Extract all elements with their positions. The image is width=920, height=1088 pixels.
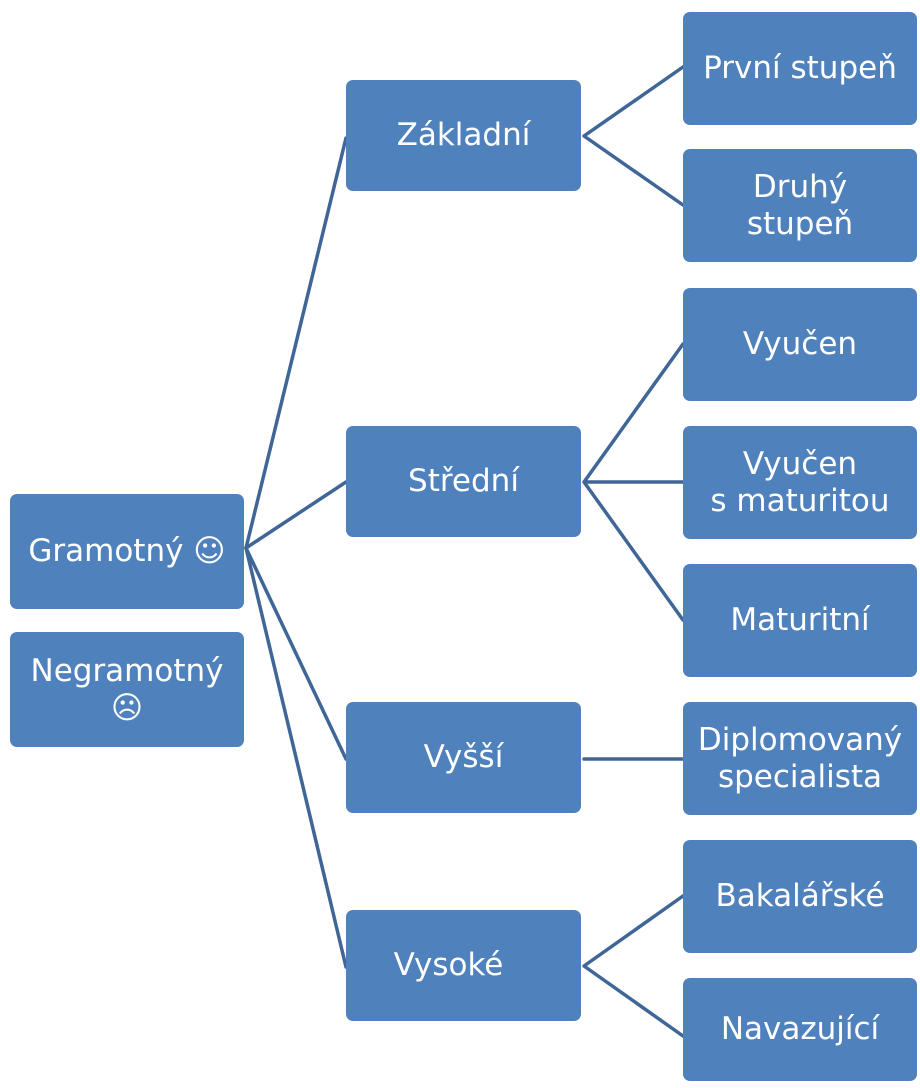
node-negramotny-label: Negramotný ☹	[30, 652, 224, 726]
node-navazujici-label: Navazující	[720, 1011, 880, 1048]
node-bakalarske: Bakalářské	[683, 840, 917, 953]
node-diplomovany-specialista: Diplomovaný specialista	[683, 702, 917, 815]
node-zakladni-label: Základní	[396, 117, 531, 154]
node-maturitni-label: Maturitní	[730, 602, 870, 639]
node-vyucen: Vyučen	[683, 288, 917, 401]
connector-zakladni-children	[582, 65, 685, 207]
connector-gramotny-vyssi	[244, 546, 348, 761]
node-vyucen-label: Vyučen	[742, 326, 858, 363]
node-navazujici: Navazující	[683, 978, 917, 1081]
node-prvni-stupen-label: První stupeň	[703, 50, 897, 87]
node-vyssi-label: Vyšší	[423, 739, 504, 776]
connector-stredni-children	[582, 342, 685, 622]
connector-vysoke-children	[582, 894, 685, 1038]
node-stredni: Střední	[346, 426, 581, 537]
node-maturitni: Maturitní	[683, 564, 917, 677]
node-gramotny-label: Gramotný ☺	[28, 533, 226, 570]
node-vyssi: Vyšší	[346, 702, 581, 813]
node-druhy-stupen-label: Druhý stupeň	[746, 168, 854, 242]
node-negramotny: Negramotný ☹	[10, 632, 244, 747]
node-vysoke: Vysoké	[346, 910, 581, 1021]
node-vyucen-s-maturitou-label: Vyučen s maturitou	[710, 445, 890, 519]
node-zakladni: Základní	[346, 80, 581, 191]
node-prvni-stupen: První stupeň	[683, 12, 917, 125]
node-bakalarske-label: Bakalářské	[715, 878, 885, 915]
node-vyucen-s-maturitou: Vyučen s maturitou	[683, 426, 917, 539]
node-diplomovany-specialista-label: Diplomovaný specialista	[697, 721, 903, 795]
node-druhy-stupen: Druhý stupeň	[683, 149, 917, 262]
node-stredni-label: Střední	[408, 463, 519, 500]
connector-gramotny-zakladni	[244, 136, 348, 550]
connector-gramotny-stredni	[244, 480, 348, 550]
connector-gramotny-vysoke	[244, 546, 348, 969]
node-vysoke-label: Vysoké	[393, 947, 504, 984]
node-gramotny: Gramotný ☺	[10, 494, 244, 609]
